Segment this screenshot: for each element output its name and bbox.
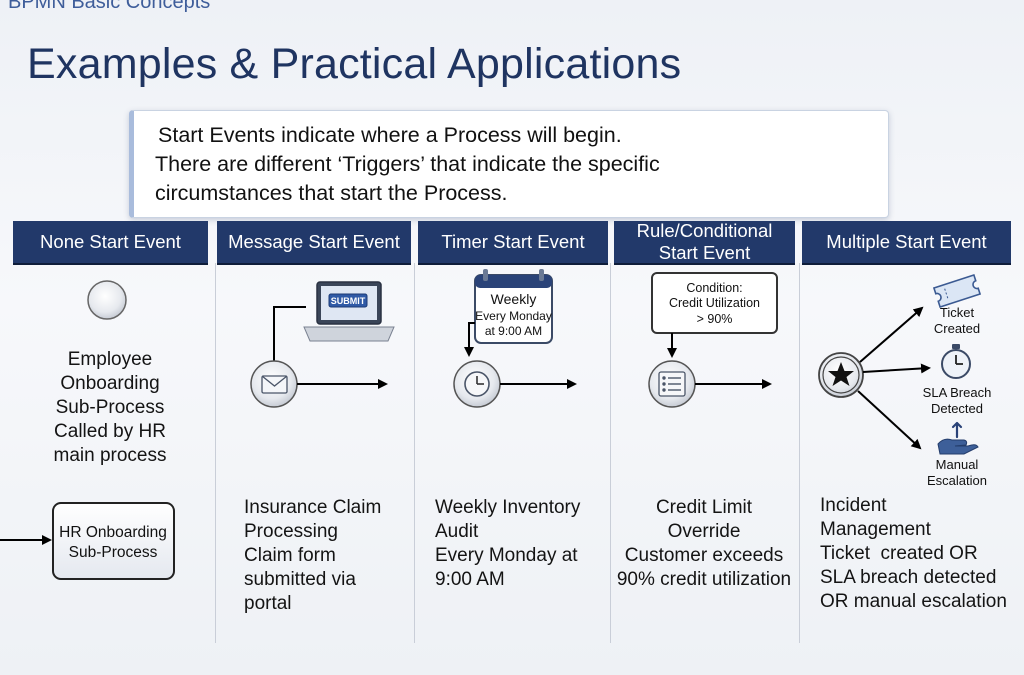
desc-line: Management	[820, 519, 931, 540]
desc-line: main process	[53, 445, 167, 466]
desc-line: Insurance Claim	[244, 497, 382, 518]
message-start-description: Insurance Claim Processing Claim form su…	[244, 496, 381, 616]
trigger-ticket-line-1: Ticket	[940, 305, 975, 320]
desc-line: Claim form	[244, 545, 336, 566]
breadcrumb: BPMN Basic Concepts	[8, 0, 211, 13]
header-multiple-start-event: Multiple Start Event	[802, 221, 1011, 265]
desc-line: Onboarding	[60, 373, 160, 394]
submit-button-label: SUBMIT	[331, 296, 366, 306]
envelope-icon	[261, 375, 288, 394]
timer-start-description: Weekly Inventory Audit Every Monday at 9…	[435, 496, 580, 592]
desc-line: Called by HR	[54, 421, 166, 442]
list-rule-icon	[658, 371, 686, 397]
subprocess-label-line-1: HR Onboarding	[59, 524, 167, 541]
desc-line: SLA breach detected	[820, 567, 997, 588]
callout-line-3: circumstances that start the Process.	[155, 181, 508, 205]
desc-line: 9:00 AM	[435, 569, 505, 590]
callout-line-1: Start Events indicate where a Process wi…	[158, 123, 622, 147]
desc-line: OR manual escalation	[820, 591, 1007, 612]
hand-escalation-icon	[937, 421, 979, 455]
desc-line: Incident	[820, 495, 887, 516]
multiple-inner-ring	[822, 356, 860, 394]
timer-connector	[464, 322, 475, 357]
subprocess-label-line-2: Sub-Process	[69, 544, 158, 561]
header-conditional-line-1: Rule/Conditional	[636, 220, 773, 241]
ticket-icon	[932, 273, 982, 309]
calendar-line-1: Weekly	[491, 291, 537, 307]
calendar-line-3: at 9:00 AM	[485, 324, 542, 338]
trigger-arrow-sla	[862, 363, 931, 374]
condition-line-1: Condition:	[686, 281, 742, 295]
desc-line: portal	[244, 593, 292, 614]
message-connector	[273, 306, 306, 362]
desc-line: Processing	[244, 521, 338, 542]
condition-line-2: Credit Utilization	[669, 296, 760, 310]
conditional-start-description: Credit Limit Override Customer exceeds 9…	[611, 496, 797, 592]
clock-icon	[464, 371, 490, 397]
calendar-line-2: Every Monday	[475, 309, 552, 323]
calendar-icon: Weekly Every Monday at 9:00 AM	[474, 269, 553, 344]
multiple-start-description: Incident Management Ticket created OR SL…	[820, 494, 1007, 614]
desc-line: Customer exceeds	[624, 545, 784, 566]
desc-line: Audit	[435, 521, 479, 542]
callout-line-2: There are different ‘Triggers’ that indi…	[155, 152, 660, 176]
desc-line: Override	[667, 521, 741, 542]
desc-line: submitted via	[244, 569, 356, 590]
trigger-sla-line-2: Detected	[931, 401, 983, 416]
header-conditional-line-2: Start Event	[658, 242, 751, 263]
column-divider	[414, 263, 415, 643]
laptop-icon: SUBMIT	[303, 281, 395, 342]
desc-line: Weekly Inventory	[435, 497, 581, 518]
trigger-arrow-escalation	[857, 390, 922, 450]
desc-line: 90% credit utilization	[616, 569, 792, 590]
none-start-description: Employee Onboarding Sub-Process Called b…	[30, 348, 190, 468]
page-title: Examples & Practical Applications	[27, 40, 682, 88]
stopwatch-icon	[941, 344, 971, 379]
trigger-arrow-ticket	[859, 306, 924, 363]
desc-line: Credit Limit	[655, 497, 753, 518]
header-message-start-event: Message Start Event	[217, 221, 411, 265]
header-conditional-start-event: Rule/Conditional Start Event	[614, 220, 795, 265]
header-none-start-event: None Start Event	[13, 221, 208, 265]
definition-callout: Start Events indicate where a Process wi…	[129, 110, 889, 218]
desc-line: Ticket created OR	[820, 543, 978, 564]
star-icon	[828, 362, 854, 386]
column-divider	[610, 263, 611, 643]
none-start-event-circle	[87, 280, 127, 320]
trigger-escalation-line-2: Escalation	[927, 473, 987, 488]
trigger-escalation-line-1: Manual	[936, 457, 979, 472]
column-divider	[215, 263, 216, 643]
desc-line: Employee	[67, 349, 153, 370]
hr-onboarding-subprocess-box	[52, 502, 175, 580]
column-divider	[799, 263, 800, 643]
header-timer-start-event: Timer Start Event	[418, 221, 608, 265]
desc-line: Sub-Process	[55, 397, 165, 418]
condition-box	[651, 272, 778, 334]
trigger-ticket-line-2: Created	[934, 321, 980, 336]
trigger-sla-line-1: SLA Breach	[923, 385, 992, 400]
condition-line-3: > 90%	[697, 312, 733, 326]
desc-line: Every Monday at	[435, 545, 578, 566]
